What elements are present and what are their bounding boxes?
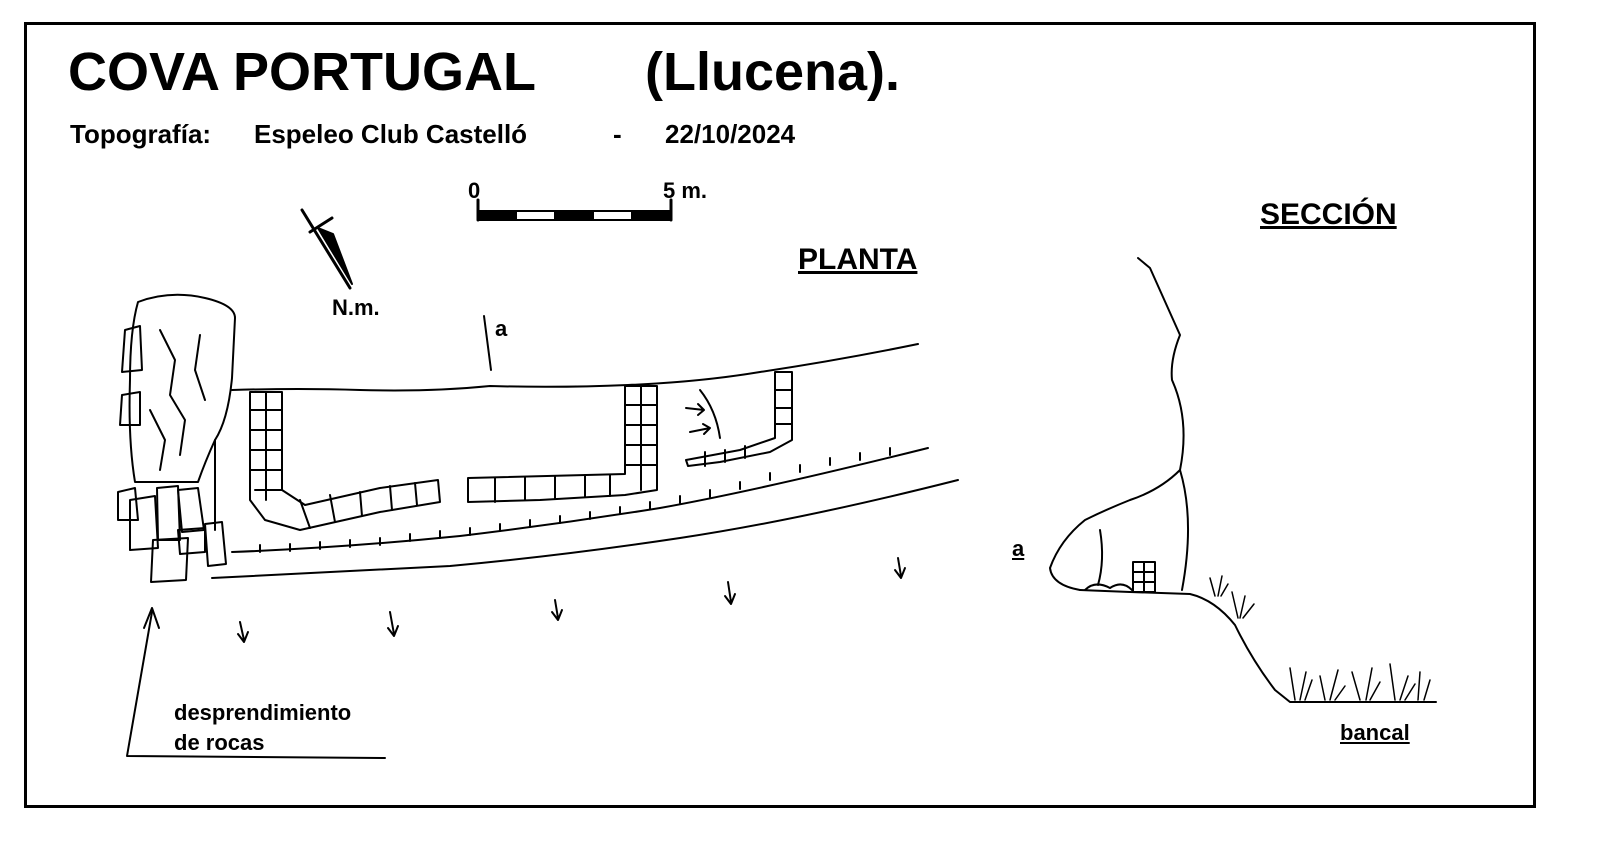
stone-wall-middle — [467, 385, 658, 503]
scale-bar — [476, 198, 673, 222]
ground-label: bancal — [1340, 720, 1410, 745]
credit-separator: - — [613, 119, 622, 149]
section-profile — [1049, 257, 1437, 703]
plan-upper-wall — [231, 343, 919, 392]
rockfall-label-2: de rocas — [174, 730, 265, 755]
flow-arrows — [685, 403, 711, 435]
scale-start-label: 0 — [468, 178, 481, 203]
map-frame — [24, 22, 1536, 808]
section-cut-line — [483, 315, 492, 371]
credit-label: Topografía: — [70, 119, 212, 149]
drip-line-ticks — [214, 439, 891, 553]
map-location: (Llucena). — [645, 42, 901, 102]
section-heading: SECCIÓN — [1260, 198, 1397, 231]
plan-heading: PLANTA — [798, 243, 918, 276]
rockfall-label-1: desprendimiento — [174, 700, 352, 725]
north-arrow-icon — [300, 208, 353, 290]
slope-arrows — [237, 557, 906, 643]
rockfall-pointer-arrow — [126, 607, 386, 759]
credit-date: 22/10/2024 — [665, 119, 796, 149]
stone-wall-right — [685, 371, 793, 467]
plan-outer-wall — [211, 479, 959, 579]
section-marker: a — [1012, 536, 1025, 561]
rockfall-boulders — [117, 293, 236, 583]
plan-drip-line — [231, 447, 929, 553]
credit-author: Espeleo Club Castelló — [254, 119, 528, 149]
map-title: COVA PORTUGAL — [68, 42, 536, 102]
stone-wall-left — [249, 391, 441, 531]
internal-contour — [699, 389, 721, 439]
north-label: N.m. — [332, 295, 380, 320]
vegetation-icons — [1209, 575, 1431, 701]
plan-section-marker: a — [495, 316, 508, 341]
scale-end-label: 5 m. — [663, 178, 708, 203]
